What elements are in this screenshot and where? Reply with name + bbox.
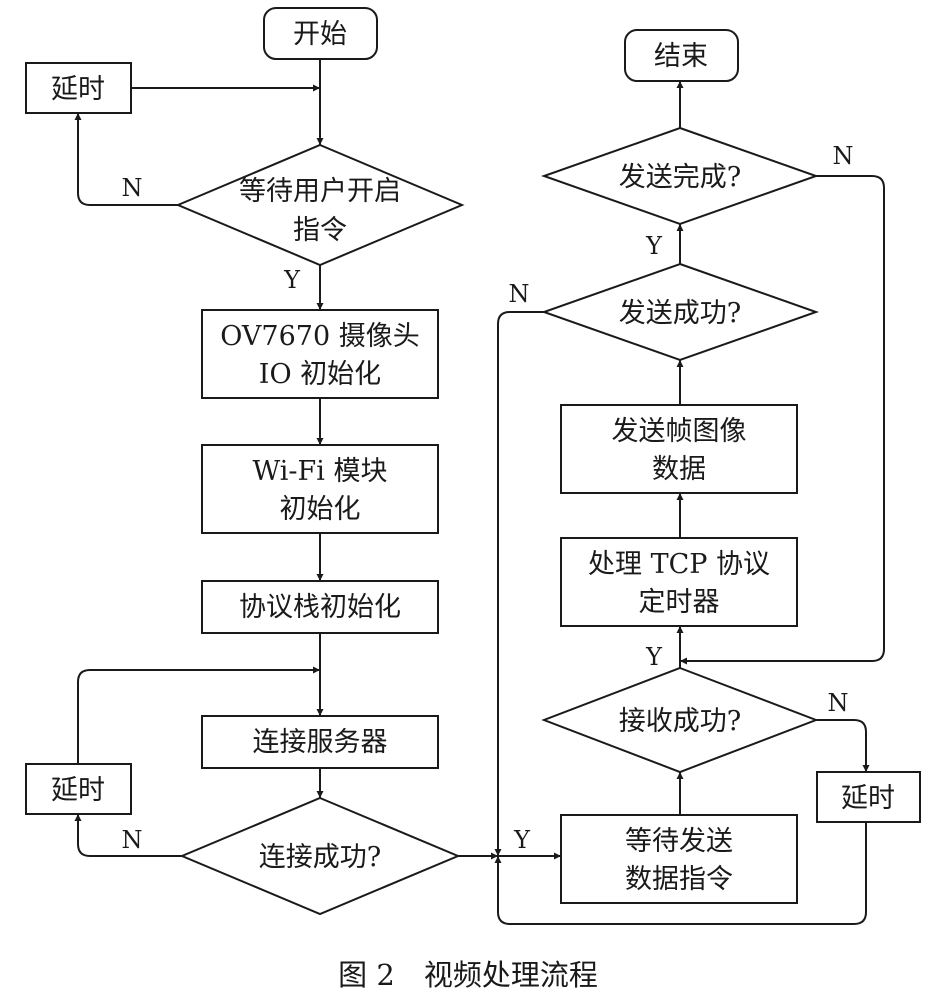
connector-delay-left-loop <box>77 666 320 764</box>
connector-delay-right-loop <box>494 822 867 925</box>
wifi-label-line1: Wi-Fi 模块 <box>253 456 388 487</box>
wait-send-cmd-label-line1: 等待发送 <box>625 826 733 857</box>
receive-no-label: N <box>828 689 849 717</box>
ov7670-label-line1: OV7670 摄像头 <box>220 321 419 352</box>
connect-yes-label: Y <box>513 826 531 854</box>
process-tcp-label-line2: 定时器 <box>639 587 720 618</box>
wait-user-label-line2: 指令 <box>293 215 347 246</box>
delay-right-label: 延时 <box>841 783 895 814</box>
receive-ok-label: 接收成功? <box>619 706 741 737</box>
send-ok-no-label: N <box>509 280 530 308</box>
ov7670-init-box <box>201 309 439 399</box>
connect-no-label: N <box>122 826 143 854</box>
process-tcp-label-line1: 处理 TCP 协议 <box>588 549 770 580</box>
connector-wait-no-to-delay <box>74 113 178 206</box>
send-ok-label: 发送成功? <box>619 298 741 329</box>
stack-init-box <box>201 580 439 634</box>
figure-caption: 图 2 视频处理流程 <box>338 958 598 992</box>
wait-send-cmd-label-line2: 数据指令 <box>625 864 733 895</box>
connector-receive-no-to-delay <box>816 719 870 772</box>
delay-right-box <box>816 771 921 823</box>
send-ok-yes-label: Y <box>645 232 663 260</box>
receive-yes-label: Y <box>645 643 663 671</box>
send-frame-label-line1: 发送帧图像 <box>612 416 747 447</box>
ov7670-label-line2: IO 初始化 <box>259 359 381 390</box>
connect-ok-decision <box>179 796 461 916</box>
connector-send-fail-loop <box>494 311 544 856</box>
delay-bottom-left-label: 延时 <box>51 775 105 806</box>
send-done-no-label: N <box>833 142 854 170</box>
wifi-label-line2: 初始化 <box>280 494 361 525</box>
wait-user-no-label: N <box>122 174 143 202</box>
stack-init-label: 协议栈初始化 <box>239 592 401 623</box>
delay-bottom-left-box <box>25 763 132 815</box>
connector-connect-no-to-delay <box>74 814 182 857</box>
wait-user-yes-label: Y <box>283 266 301 294</box>
connect-server-label: 连接服务器 <box>253 727 388 758</box>
wait-send-cmd-box <box>560 814 798 904</box>
send-frame-box <box>560 404 798 494</box>
send-done-label: 发送完成? <box>619 162 741 193</box>
wait-user-label-line1: 等待用户开启 <box>239 176 401 207</box>
start-label: 开始 <box>293 19 347 50</box>
connect-ok-label: 连接成功? <box>259 842 381 873</box>
send-frame-label-line2: 数据 <box>652 454 706 485</box>
connector-send-done-no-loop <box>680 175 885 665</box>
end-label: 结束 <box>654 41 708 72</box>
process-tcp-box <box>560 537 798 627</box>
delay-top-label: 延时 <box>51 74 105 105</box>
